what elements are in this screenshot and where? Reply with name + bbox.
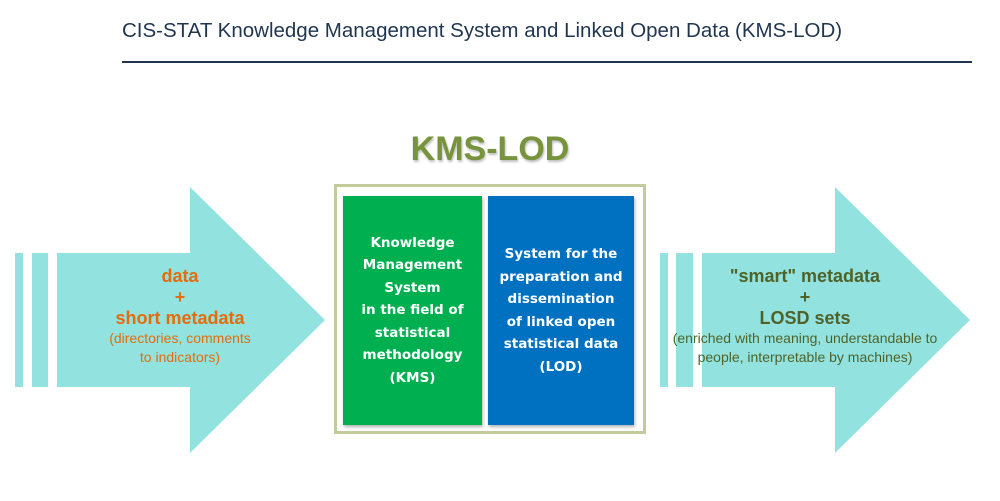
input-metadata-label: short metadata <box>115 308 245 328</box>
output-metadata-label: "smart" metadata <box>729 266 881 286</box>
output-arrow-label: "smart" metadata + LOSD sets (enriched w… <box>640 266 970 367</box>
output-arrow-stripe <box>660 253 668 387</box>
kms-box: Knowledge Management System in the field… <box>343 196 482 425</box>
kms-text-line: methodology <box>362 347 463 364</box>
input-arrow-label: data + short metadata (directories, comm… <box>60 266 300 367</box>
lod-text-line: of linked open <box>506 313 616 330</box>
output-note: people, interpretable by machines) <box>697 349 913 365</box>
output-note: (enriched with meaning, understandable t… <box>672 330 938 346</box>
output-arrow-stripe <box>676 253 693 387</box>
output-plus: + <box>799 287 811 307</box>
input-arrow-body <box>57 187 325 453</box>
input-plus: + <box>174 287 186 307</box>
lod-text-line: statistical data <box>503 336 619 352</box>
kms-lod-frame: Knowledge Management System in the field… <box>334 184 646 434</box>
input-arrow-stripe <box>15 253 23 387</box>
kms-text-line: (KMS) <box>389 369 436 386</box>
lod-text-line: (LOD) <box>539 358 583 375</box>
lod-text-line: dissemination <box>507 291 615 307</box>
output-losd-label: LOSD sets <box>759 308 851 328</box>
lod-text-line: preparation and <box>499 268 623 285</box>
lod-text-line: System for the <box>504 246 618 262</box>
kms-text-line: Management <box>362 257 463 274</box>
input-arrow <box>15 187 325 453</box>
title-divider <box>122 61 972 63</box>
output-arrow <box>660 187 970 453</box>
kms-text-line: statistical <box>374 324 451 341</box>
lod-box: System for the preparation and dissemina… <box>488 196 634 425</box>
kms-text-line: in the field of <box>361 302 464 319</box>
kms-text-line: Knowledge <box>370 234 455 251</box>
input-arrow-stripe <box>32 253 48 387</box>
kms-text-line: System <box>384 279 441 296</box>
kms-lod-title: KMS-LOD <box>410 130 570 168</box>
input-note: (directories, comments <box>109 330 251 346</box>
input-note: to indicators) <box>139 349 221 365</box>
page-title: CIS-STAT Knowledge Management System and… <box>122 19 843 42</box>
input-data-label: data <box>161 266 199 286</box>
output-arrow-body <box>702 187 970 453</box>
